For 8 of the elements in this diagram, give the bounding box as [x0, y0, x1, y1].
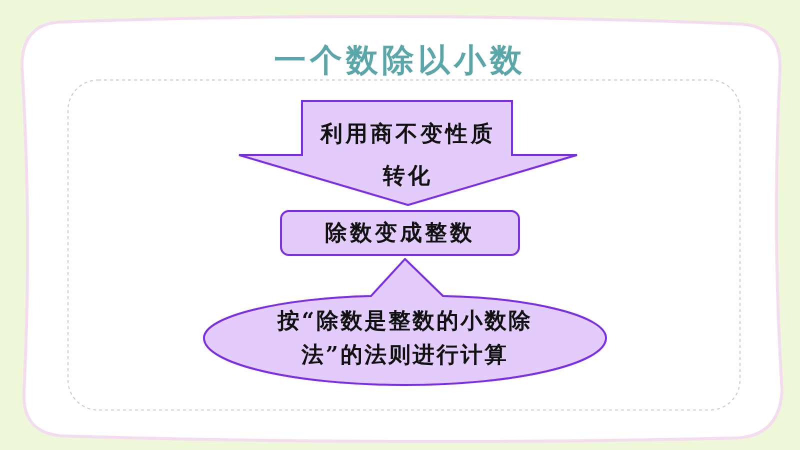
callout-bubble	[203, 258, 607, 386]
node-text: 转化	[382, 162, 434, 191]
node-text: 除数变成整数	[324, 219, 476, 248]
process-box	[280, 210, 520, 256]
down-arrow-shape	[238, 100, 578, 206]
title: 一个数除以小数	[273, 40, 527, 80]
node-text: 按“除数是整数的小数除法”的法则进行计算	[276, 307, 534, 370]
node-text: 利用商不变性质	[319, 120, 496, 149]
